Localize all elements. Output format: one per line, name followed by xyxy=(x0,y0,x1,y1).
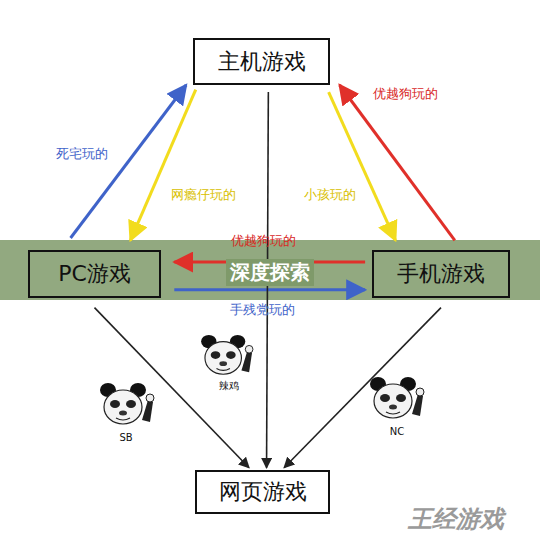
arrow-connector xyxy=(284,308,441,468)
edge-label: 优越狗玩的 xyxy=(371,85,440,103)
edge-label: 优越狗玩的 xyxy=(229,232,298,250)
watermark-logo: 王经游戏 xyxy=(408,503,504,535)
arrow-connector xyxy=(71,85,187,238)
arrow-connector xyxy=(130,90,195,241)
edge-label: 小孩玩的 xyxy=(302,186,358,204)
game-box: 主机游戏 xyxy=(193,38,330,85)
edge-label: 死宅玩的 xyxy=(54,145,110,163)
game-box: PC游戏 xyxy=(28,250,161,298)
edge-label: 网瘾仔玩的 xyxy=(169,186,238,204)
arrow-connector xyxy=(95,308,250,468)
panda-meme xyxy=(98,380,158,430)
arrow-connector xyxy=(174,288,365,291)
meme-caption: SB xyxy=(119,432,132,443)
panda-meme xyxy=(199,332,257,380)
game-box: 网页游戏 xyxy=(195,470,330,514)
meme-caption: NC xyxy=(390,426,404,437)
box-title: PC游戏 xyxy=(58,259,131,289)
edge-label: 手残党玩的 xyxy=(228,301,297,319)
arrow-connector xyxy=(340,85,455,240)
game-box: 手机游戏 xyxy=(372,250,510,298)
box-title: 手机游戏 xyxy=(397,259,485,289)
overlay-band xyxy=(0,240,540,300)
meme-caption: 辣鸡 xyxy=(219,379,239,393)
arrow-connector xyxy=(329,92,396,240)
box-title: 网页游戏 xyxy=(219,477,307,507)
box-title: 主机游戏 xyxy=(218,47,306,77)
panda-meme xyxy=(368,374,428,424)
watermark-banner: 深度探索 xyxy=(226,259,314,286)
